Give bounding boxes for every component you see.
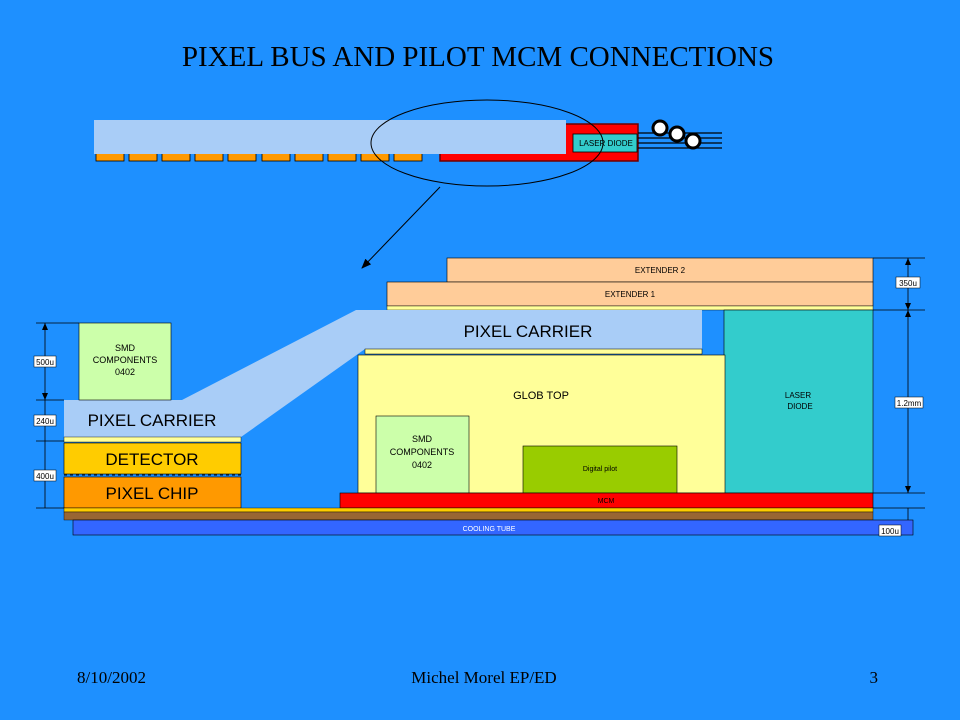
- slide-title: PIXEL BUS AND PILOT MCM CONNECTIONS: [182, 41, 774, 73]
- pixel-carrier-right-label: PIXEL CARRIER: [464, 322, 593, 341]
- dim-350-box: [895, 276, 921, 289]
- mcm-label: MCM: [598, 498, 615, 505]
- detector-top-strip: [63, 436, 242, 443]
- cooling-tube-label: COOLING TUBE: [463, 526, 516, 533]
- dim-240-label: 240u: [36, 417, 54, 426]
- top-laser-diode-label: LASER DIODE: [579, 139, 633, 148]
- dim-1-2mm-label: 1.2mm: [897, 399, 922, 408]
- dim-350-label: 350u: [899, 279, 917, 288]
- glob-top-label: GLOB TOP: [513, 390, 569, 402]
- laser-diode: [723, 309, 874, 494]
- digital-pilot-label: Digital pilot: [583, 466, 617, 473]
- cooling-tube: [72, 519, 914, 536]
- base-plate-yellow: [63, 507, 874, 513]
- smd-center-line2: COMPONENTS: [390, 447, 455, 457]
- smd-components-left: [78, 322, 172, 401]
- footer-page-number: 3: [870, 668, 879, 687]
- fiber-connectors: [651, 119, 702, 150]
- cross-section: EXTENDER 2 EXTENDER 1 LASER DIODE GLOB T…: [63, 257, 914, 536]
- footer-date: 8/10/2002: [77, 668, 146, 687]
- top-laser-diode: [572, 133, 638, 153]
- zoom-arrow: [361, 186, 441, 269]
- smd-center-line1: SMD: [412, 434, 433, 444]
- dim-400-label: 400u: [36, 472, 54, 481]
- smd-left-line1: SMD: [115, 343, 136, 353]
- base-plate: [63, 511, 874, 521]
- pixel-carrier-bottom-strip: [364, 348, 703, 355]
- extender-1-label: EXTENDER 1: [605, 290, 656, 299]
- pixel-carrier: [64, 310, 702, 437]
- dim-400-box: [33, 469, 57, 482]
- smd-center-line3: 0402: [412, 460, 432, 470]
- dim-1-2mm-box: [894, 396, 924, 409]
- pixel-chip: [63, 476, 242, 509]
- dim-500-box: [33, 355, 57, 368]
- footer-author: Michel Morel EP/ED: [411, 668, 556, 687]
- smd-components-center: [375, 415, 470, 494]
- smd-left-line2: COMPONENTS: [93, 355, 158, 365]
- top-view: LASER DIODE: [94, 99, 722, 269]
- dim-240-box: [33, 414, 57, 427]
- detector-label: DETECTOR: [105, 450, 198, 469]
- top-pixel-carrier: [94, 120, 566, 154]
- digital-pilot: [522, 445, 678, 494]
- dimension-arrowheads: [42, 258, 911, 493]
- pixel-chip-label: PIXEL CHIP: [106, 484, 199, 503]
- dim-100-label: 100u: [881, 527, 899, 536]
- dim-100-box: [878, 524, 902, 537]
- laser-diode-label-line1: LASER: [785, 391, 811, 400]
- extender-1-bottom-strip: [386, 305, 874, 311]
- detector: [63, 442, 242, 475]
- dimension-labels: 500u 240u 400u 350u 1.2mm 100u: [33, 276, 924, 537]
- zoom-ellipse: [370, 99, 604, 187]
- laser-diode-label-line2: DIODE: [787, 402, 812, 411]
- extender-2: [446, 257, 874, 283]
- pixel-carrier-left-label: PIXEL CARRIER: [88, 411, 217, 430]
- dim-500-label: 500u: [36, 358, 54, 367]
- smd-left-line3: 0402: [115, 367, 135, 377]
- extender-1: [386, 281, 874, 307]
- extender-2-label: EXTENDER 2: [635, 266, 686, 275]
